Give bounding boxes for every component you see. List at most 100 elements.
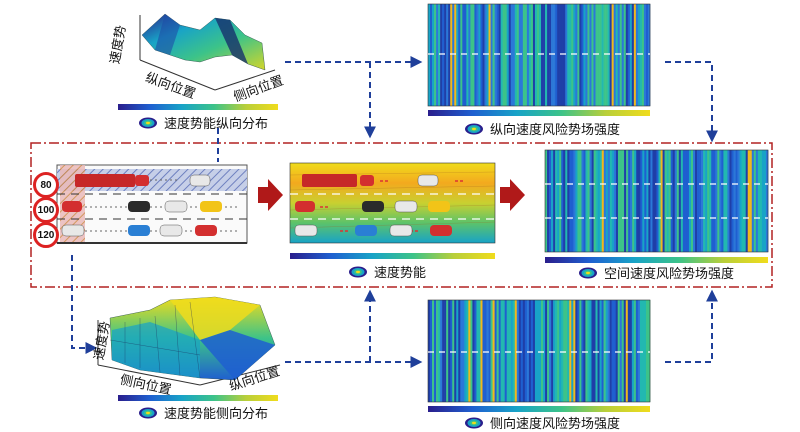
heatmap-stripe — [705, 150, 708, 252]
heatmap-stripe — [633, 4, 637, 106]
heatmap-stripe — [644, 150, 647, 252]
heatmap-stripe — [591, 300, 594, 402]
heatmap-stripe — [498, 300, 501, 402]
heatmap-stripe — [569, 300, 572, 402]
heatmap-stripe — [444, 300, 447, 402]
heatmap-stripe — [454, 4, 457, 106]
heatmap-stripe — [462, 4, 465, 106]
heatmap-stripe — [755, 150, 759, 252]
heatmap-stripe — [514, 300, 518, 402]
heatmap-stripe — [442, 4, 445, 106]
heatmap-stripe — [583, 150, 586, 252]
heatmap-stripe — [450, 300, 453, 402]
heatmap-stripe — [484, 300, 487, 402]
heatmap-stripe — [468, 4, 471, 106]
heatmap-stripe — [454, 300, 457, 402]
heatmap-stripe — [625, 4, 629, 106]
heatmap-stripe — [464, 4, 467, 106]
heatmap-stripe — [645, 4, 649, 106]
car-icon — [128, 201, 150, 212]
heatmap-stripe — [639, 4, 643, 106]
heatmap-stripe — [650, 150, 653, 252]
heatmap-stripe — [739, 150, 742, 252]
heatmap-stripe — [448, 300, 451, 402]
heatmap-stripe — [520, 300, 524, 402]
colorbar — [545, 257, 768, 263]
heatmap-stripe — [452, 4, 455, 106]
heatmap-stripe — [524, 4, 528, 106]
heatmap-stripe — [711, 150, 714, 252]
heatmap-stripe — [577, 300, 580, 402]
heatmap-stripe — [559, 4, 562, 106]
heatmap-stripe — [530, 4, 534, 106]
colorbar — [118, 395, 278, 401]
heatmap-stripe — [688, 150, 692, 252]
heatmap-stripe — [428, 4, 431, 106]
heatmap-stripe — [725, 150, 728, 252]
heatmap-stripe — [621, 300, 625, 402]
heatmap-stripe — [496, 300, 499, 402]
heatmap-stripe — [599, 4, 602, 106]
heatmap-stripe — [581, 150, 584, 252]
heatmap-stripe — [563, 300, 566, 402]
heatmap-stripe — [450, 4, 453, 106]
heatmap-stripe — [547, 150, 550, 252]
lateral-risk-heatmap — [427, 299, 651, 403]
heatmap-stripe — [508, 300, 512, 402]
heatmap-stripe — [555, 150, 558, 252]
heatmap-stripe — [516, 4, 520, 106]
longitudinal-risk-heatmap — [427, 3, 651, 107]
heatmap-stripe — [591, 4, 594, 106]
car-icon — [62, 201, 82, 212]
heatmap-stripe — [532, 300, 536, 402]
car-icon — [355, 225, 377, 236]
heatmap-stripe — [498, 4, 501, 106]
heatmap-stripe — [662, 150, 665, 252]
heatmap-stripe — [518, 4, 522, 106]
heatmap-stripe — [597, 150, 601, 252]
speed-potential-field — [289, 162, 496, 244]
heatmap-stripe — [628, 150, 631, 252]
car-icon — [200, 201, 222, 212]
heatmap-stripe — [597, 300, 600, 402]
heatmap-stripe — [559, 150, 562, 252]
heatmap-stripe — [599, 300, 602, 402]
heatmap-stripe — [629, 300, 633, 402]
heatmap-stripe — [470, 4, 473, 106]
heatmap-stripe — [619, 300, 623, 402]
heatmap-stripe — [733, 150, 736, 252]
heatmap-stripe — [622, 150, 625, 252]
car-icon — [428, 201, 450, 212]
colorbar — [428, 110, 650, 116]
heatmap-stripe — [536, 300, 540, 402]
heatmap-stripe — [623, 4, 627, 106]
heatmap-stripe — [593, 300, 596, 402]
heatmap-stripe — [571, 150, 574, 252]
heatmap-stripe — [512, 300, 516, 402]
spatial-risk-heatmap — [544, 149, 769, 253]
heatmap-stripe — [680, 150, 684, 252]
heatmap-stripe — [577, 150, 580, 252]
heatmap-stripe — [508, 4, 512, 106]
heatmap-stripe — [470, 300, 473, 402]
heatmap-stripe — [631, 300, 635, 402]
colormap-legend-icon — [579, 267, 597, 278]
heatmap-stripe — [532, 4, 536, 106]
heatmap-stripe — [633, 300, 637, 402]
caption-lateral-risk: 侧向速度风险势场强度 — [464, 413, 620, 432]
heatmap-stripe — [605, 150, 609, 252]
heatmap-stripe — [432, 300, 435, 402]
car-icon — [417, 174, 439, 187]
lateral-surface-plot — [97, 296, 281, 386]
heatmap-stripe — [729, 150, 732, 252]
heatmap-stripe — [615, 150, 619, 252]
heatmap-stripe — [682, 150, 686, 252]
heatmap-stripe — [462, 300, 465, 402]
heatmap-stripe — [522, 300, 526, 402]
heatmap-stripe — [436, 4, 439, 106]
heatmap-stripe — [514, 4, 518, 106]
colormap-legend-icon — [349, 266, 367, 277]
car-icon — [61, 224, 85, 237]
heatmap-stripe — [715, 150, 718, 252]
